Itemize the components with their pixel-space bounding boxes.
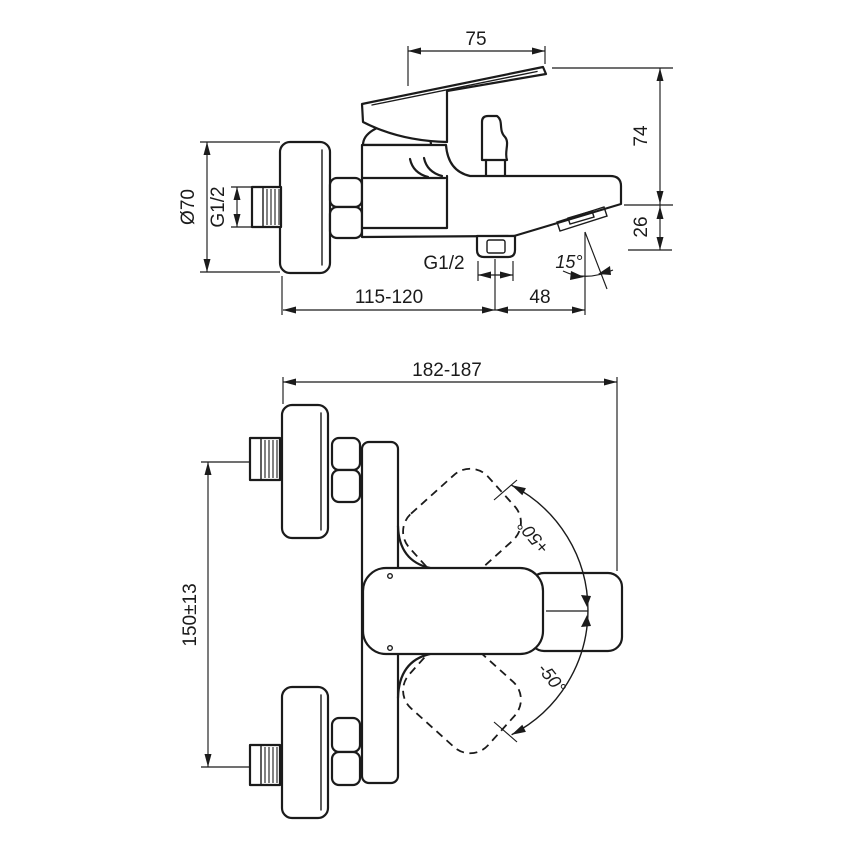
side-body-fillets xyxy=(408,156,444,179)
front-grip-dot-top xyxy=(387,573,394,580)
dim-body-height: 74 26 xyxy=(552,67,673,251)
dim-hose-outlet: G1/2 xyxy=(423,253,514,281)
dim-swing-down-label: -50° xyxy=(534,659,570,697)
dim-inlet-centres: 150±13 xyxy=(180,461,249,768)
side-body-rings xyxy=(360,174,449,230)
dim-lever-length-label: 75 xyxy=(465,29,486,50)
dim-flange-diameter-label: Ø70 xyxy=(178,189,199,225)
dim-aerator-angle-label: 15° xyxy=(555,252,582,272)
dim-spout-drop-label: 26 xyxy=(631,216,652,237)
side-hex-nut-top xyxy=(328,176,364,209)
front-view: +50° -50° xyxy=(180,360,624,820)
dim-inlet-thread-label: G1/2 xyxy=(208,186,229,227)
front-upper-nut-b xyxy=(330,468,362,504)
side-aerator-inner xyxy=(567,210,595,225)
dim-hose-outlet-label: G1/2 xyxy=(423,253,464,274)
front-lower-nut-a xyxy=(330,716,362,754)
dim-inlet-thread: G1/2 xyxy=(208,186,252,228)
front-lever-phantom-down xyxy=(402,635,522,755)
front-upper-flange xyxy=(280,403,330,540)
dim-flange-diameter: Ø70 xyxy=(178,141,280,273)
side-hose-outlet-port xyxy=(475,234,517,259)
dim-wall-to-outlet-label: 115-120 xyxy=(355,287,423,308)
front-lower-flange xyxy=(280,685,330,820)
side-view: 75 74 26 Ø70 G1/2 xyxy=(178,29,673,315)
front-upper-nut-a xyxy=(330,436,362,472)
dim-inlet-centres-label: 150±13 xyxy=(180,583,201,646)
dim-overall-width: 182-187 xyxy=(282,360,618,571)
side-hex-nut-bottom xyxy=(328,205,364,240)
side-lever-top-face xyxy=(371,70,538,106)
front-lever-phantom-up xyxy=(402,467,522,587)
front-lever-grip xyxy=(361,566,545,656)
front-upper-tail-thread xyxy=(264,440,278,478)
side-diverter-port xyxy=(480,114,509,162)
side-hose-outlet-opening xyxy=(486,239,506,254)
front-lower-mount xyxy=(248,685,362,820)
front-lower-tail-thread xyxy=(264,747,278,783)
front-grip-dot-bottom xyxy=(387,645,394,652)
side-body-spout xyxy=(360,143,623,239)
dim-body-height-label: 74 xyxy=(631,125,652,147)
dim-aerator-angle: 15° xyxy=(555,231,614,290)
dim-swing-up-label: +50° xyxy=(514,516,554,558)
dim-overall-width-label: 182-187 xyxy=(412,360,482,381)
dim-lever-length: 75 xyxy=(407,29,546,86)
front-angle-ticks xyxy=(493,479,518,743)
front-upper-mount xyxy=(248,403,362,540)
dim-wall-to-outlet: 115-120 48 xyxy=(281,232,586,315)
side-diverter-neck xyxy=(484,158,507,177)
front-lower-nut-b xyxy=(330,750,362,787)
side-lever-handle xyxy=(360,65,548,144)
side-tail-thread xyxy=(266,189,280,225)
dim-outlet-to-aerator-label: 48 xyxy=(529,287,550,308)
